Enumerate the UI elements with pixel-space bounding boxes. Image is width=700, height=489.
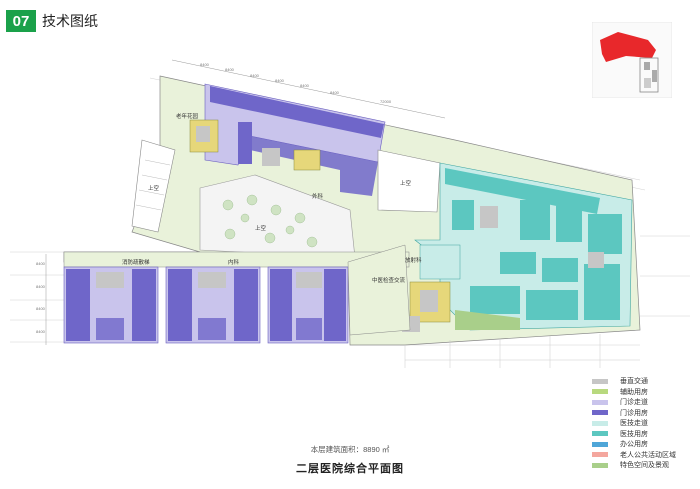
outpatient-unit-3 [267,266,349,344]
legend-label: 门诊走道 [620,399,648,407]
dim-label: 8400 [250,73,260,78]
dim-label: 8400 [36,284,46,289]
legend: 垂直交通 辅助用房 门诊走道 门诊用房 医技走道 医技用房 办公用房 老人公共活… [592,376,682,471]
legend-swatch [592,462,608,468]
legend-item: 垂直交通 [592,376,682,387]
floor-area-note: 本层建筑面积：8890 ㎡ [310,445,390,454]
site-key-map [592,22,672,98]
section-number-badge: 07 [6,10,36,32]
outpatient-unit-1 [63,266,159,344]
legend-label: 垂直交通 [620,378,648,386]
legend-label: 医技走道 [620,420,648,428]
legend-label: 办公用房 [620,441,648,449]
outpatient-unit-2 [165,266,261,344]
dim-label: 8400 [275,78,285,83]
dim-total: 72000 [380,99,392,104]
dept-label-radiology: 放射科 [405,256,422,264]
legend-item: 特色空间及景观 [592,460,682,471]
legend-item: 门诊走道 [592,397,682,408]
legend-item: 医技用房 [592,429,682,440]
dept-label-surgery: 外科 [312,192,324,200]
dim-label: 8400 [36,261,46,266]
legend-swatch [592,378,608,384]
dim-label: 8400 [330,90,340,95]
section-title: 技术图纸 [42,13,98,29]
dim-label: 8400 [36,306,46,311]
west-stair-block [131,139,176,233]
void-label-west: 上空 [148,184,160,192]
legend-item: 医技走道 [592,418,682,429]
legend-swatch [592,441,608,447]
legend-swatch [592,399,608,405]
left-dimension-chain: 8400 8400 8400 8400 [36,254,47,345]
dept-label-tcm: 中医检查交流 [372,276,406,284]
legend-item: 办公用房 [592,439,682,450]
plan-title: 二层医院综合平面图 [296,463,404,475]
fire-stair-label: 消防疏散梯 [122,258,150,266]
top-dimension-chain: 8400 8400 8400 8400 8400 8400 72000 [171,59,446,119]
dim-label: 8400 [200,62,210,67]
east-garden [455,310,520,330]
legend-label: 医技用房 [620,430,648,438]
legend-swatch [592,410,608,416]
legend-item: 老人公共活动区域 [592,450,682,461]
legend-label: 辅助用房 [620,388,648,396]
legend-swatch [592,452,608,458]
dim-label: 8400 [36,329,46,334]
legend-swatch [592,431,608,437]
legend-item: 辅助用房 [592,387,682,398]
legend-label: 老人公共活动区域 [620,451,676,459]
void-label-east: 上空 [400,179,412,187]
dim-label: 8400 [300,83,310,88]
legend-label: 门诊用房 [620,409,648,417]
dept-label-internal: 内科 [228,258,240,266]
void-label-center: 上空 [255,224,267,232]
elderly-garden-label: 老年花园 [176,112,199,120]
legend-item: 门诊用房 [592,408,682,419]
legend-swatch [592,389,608,395]
legend-label: 特色空间及景观 [620,462,669,470]
central-atrium-void [199,174,356,259]
section-header: 07 技术图纸 [6,10,98,32]
dim-label: 8400 [225,67,235,72]
legend-swatch [592,420,608,426]
